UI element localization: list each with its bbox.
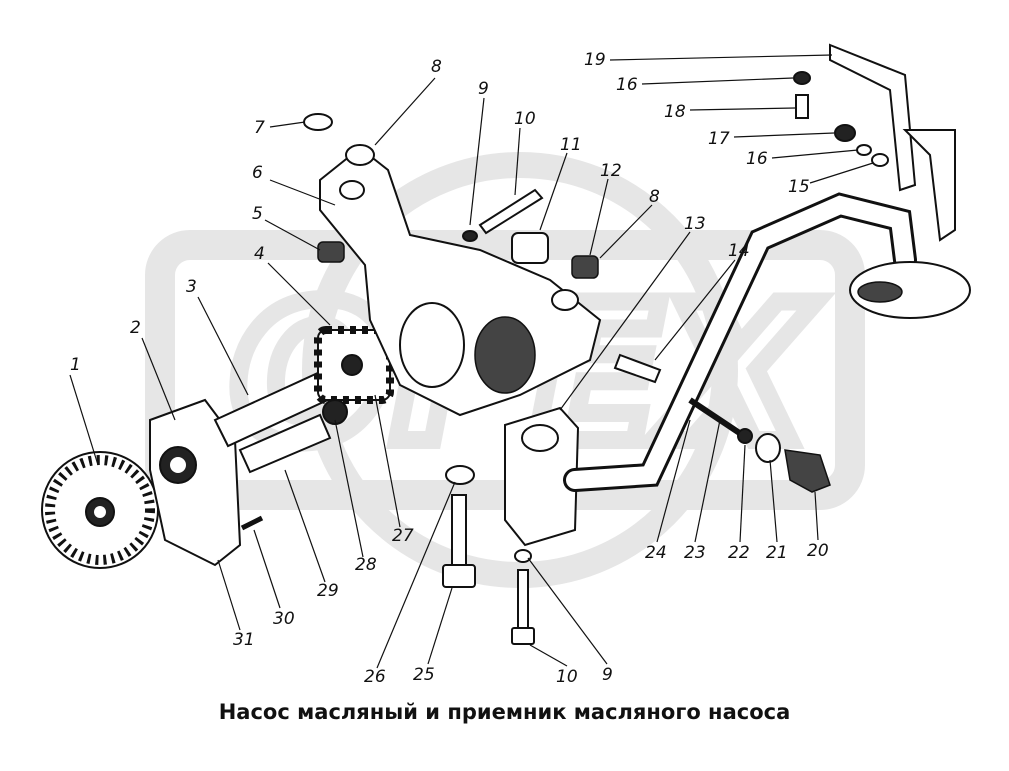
callout-27: 27	[392, 526, 414, 546]
callout-20: 20	[807, 541, 829, 561]
callout-17: 17	[708, 129, 730, 149]
callout-1: 1	[70, 355, 81, 375]
callout-12: 12	[600, 161, 622, 181]
callout-3: 3	[186, 277, 197, 297]
callout-22: 22	[728, 543, 750, 563]
callout-24: 24	[645, 543, 667, 563]
callout-6: 6	[252, 163, 263, 183]
callout-11: 11	[560, 135, 582, 155]
callout-8b: 8	[649, 187, 660, 207]
callout-4: 4	[254, 244, 265, 264]
callout-10b: 10	[556, 667, 578, 687]
main-housing	[319, 144, 602, 417]
callout-2: 2	[130, 318, 141, 338]
callout-10: 10	[514, 109, 536, 129]
callout-30: 30	[273, 609, 295, 629]
callout-13: 13	[684, 214, 706, 234]
bracket	[793, 43, 956, 242]
callout-25: 25	[413, 665, 435, 685]
strainer	[849, 261, 971, 319]
callout-18: 18	[664, 102, 686, 122]
callout-7: 7	[254, 118, 265, 138]
fasteners-upper	[303, 113, 599, 279]
bolts-lower	[240, 465, 535, 645]
callout-labels: 1 2 3 4 5 6 7 8 9 10 11 12 8 13 14 19 16…	[70, 50, 829, 687]
pump-gears	[314, 326, 394, 425]
callout-9b: 9	[602, 665, 613, 685]
pickup-tube	[563, 192, 917, 492]
pickup-flange	[504, 406, 580, 547]
callout-5: 5	[252, 204, 263, 224]
callout-26: 26	[364, 667, 386, 687]
drive-gear	[41, 451, 159, 569]
callout-23: 23	[684, 543, 706, 563]
leader-lines	[69, 54, 874, 669]
pump-body	[149, 398, 242, 567]
callout-31: 31	[233, 630, 255, 650]
callout-16b: 16	[746, 149, 768, 169]
callout-28: 28	[355, 555, 377, 575]
callout-29: 29	[317, 581, 339, 601]
sensor	[613, 353, 662, 384]
callout-19: 19	[584, 50, 606, 70]
callout-21: 21	[766, 543, 788, 563]
callout-9: 9	[478, 79, 489, 99]
callout-15: 15	[788, 177, 810, 197]
callout-8: 8	[431, 57, 442, 77]
callout-14: 14	[728, 241, 750, 261]
figure-caption: Насос масляный и приемник масляного насо…	[218, 700, 791, 724]
pump-shafts	[213, 370, 334, 474]
callout-16: 16	[616, 75, 638, 95]
